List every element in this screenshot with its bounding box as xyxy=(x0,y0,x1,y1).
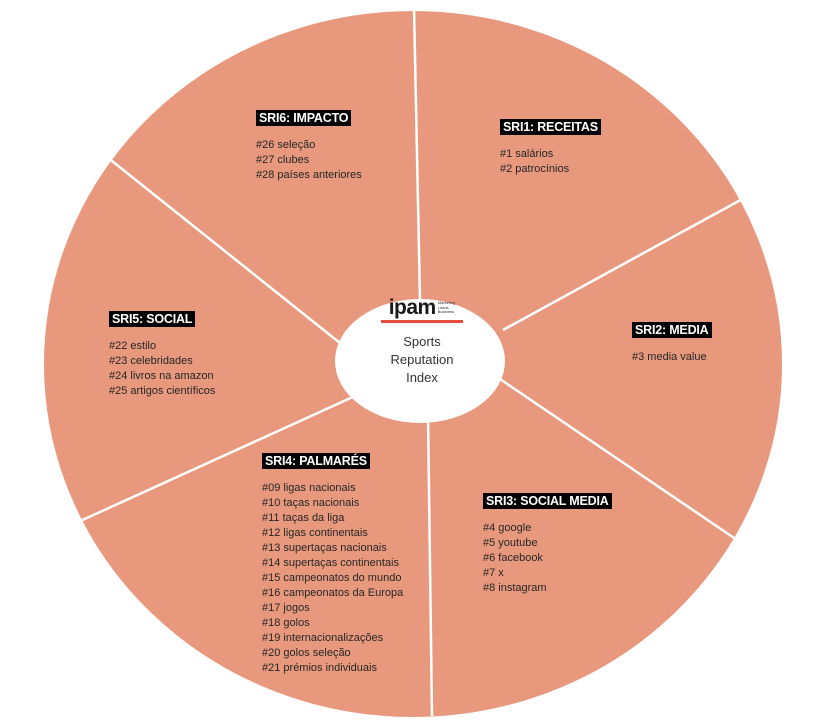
segment-divider xyxy=(77,394,356,524)
list-item: #4 google xyxy=(483,522,532,534)
segment-title: SRI4: PALMARÉS xyxy=(262,453,370,469)
segment-items: #26 seleção #27 clubes #28 países anteri… xyxy=(256,138,362,183)
logo-tagline-line: Business xyxy=(437,309,454,314)
segment-items: #1 salários #2 patrocínios xyxy=(500,147,601,177)
segment-sri6-impacto: SRI6: IMPACTO #26 seleção #27 clubes #28… xyxy=(256,109,362,183)
list-item: #25 artigos científicos xyxy=(109,385,216,397)
list-item: #3 media value xyxy=(632,351,707,363)
segment-title: SRI5: SOCIAL xyxy=(109,311,196,327)
center-title-line: Index xyxy=(406,370,438,385)
list-item: #8 instagram xyxy=(483,582,547,594)
list-item: #27 clubes xyxy=(256,154,310,166)
segment-divider xyxy=(496,375,741,544)
list-item: #26 seleção xyxy=(256,139,316,151)
list-item: #21 prémios individuais xyxy=(262,662,377,674)
segment-dividers xyxy=(77,7,747,717)
segment-items: #09 ligas nacionais #10 taças nacionais … xyxy=(262,481,403,676)
ipam-logo: ipam Marketing Leads Business xyxy=(388,296,456,319)
list-item: #09 ligas nacionais xyxy=(262,482,356,494)
segment-divider xyxy=(426,414,434,717)
segment-sri1-receitas: SRI1: RECEITAS #1 salários #2 patrocínio… xyxy=(500,118,601,177)
list-item: #1 salários xyxy=(500,148,554,160)
segment-divider xyxy=(412,7,422,301)
list-item: #5 youtube xyxy=(483,537,538,549)
segment-title: SRI1: RECEITAS xyxy=(500,119,601,135)
segment-items: #3 media value xyxy=(632,350,712,365)
center-content: ipam Marketing Leads Business Sports Rep… xyxy=(342,296,502,387)
list-item: #11 taças da liga xyxy=(262,512,345,524)
segment-divider xyxy=(106,156,341,344)
list-item: #19 internacionalizações xyxy=(262,632,384,644)
segment-sri5-social: SRI5: SOCIAL #22 estilo #23 celebridades… xyxy=(109,310,215,399)
segment-items: #22 estilo #23 celebridades #24 livros n… xyxy=(109,339,215,399)
logo-tagline-line: Leads xyxy=(437,304,449,310)
list-item: #15 campeonatos do mundo xyxy=(262,572,402,584)
segment-title: SRI6: IMPACTO xyxy=(256,110,352,126)
list-item: #22 estilo xyxy=(109,340,157,352)
list-item: #12 ligas continentais xyxy=(262,527,368,539)
logo-tagline: Marketing Leads Business xyxy=(437,300,456,315)
logo-tagline-line: Marketing xyxy=(437,300,456,305)
segment-title: SRI3: SOCIAL MEDIA xyxy=(483,493,612,509)
list-item: #28 países anteriores xyxy=(256,169,362,181)
center-hub xyxy=(335,299,505,423)
list-item: #18 golos xyxy=(262,617,310,629)
list-item: #13 supertaças nacionais xyxy=(262,542,387,554)
list-item: #23 celebridades xyxy=(109,355,193,367)
logo-accent-bar xyxy=(381,320,463,323)
list-item: #17 jogos xyxy=(262,602,310,614)
list-item: #14 supertaças continentais xyxy=(262,557,399,569)
segment-items: #4 google #5 youtube #6 facebook #7 x #8… xyxy=(483,521,612,596)
segment-title: SRI2: MEDIA xyxy=(632,322,712,338)
center-title-line: Reputation xyxy=(390,352,454,367)
segment-sri2-media: SRI2: MEDIA #3 media value xyxy=(632,321,712,365)
list-item: #24 livros na amazon xyxy=(109,370,214,382)
list-item: #2 patrocínios xyxy=(500,163,570,175)
segment-sri3-social-media: SRI3: SOCIAL MEDIA #4 google #5 youtube … xyxy=(483,492,612,596)
segment-sri4-palmares: SRI4: PALMARÉS #09 ligas nacionais #10 t… xyxy=(262,452,403,676)
center-title: Sports Reputation Index xyxy=(342,333,502,387)
center-title-line: Sports xyxy=(403,334,441,349)
list-item: #6 facebook xyxy=(483,552,543,564)
list-item: #16 campeonatos da Europa xyxy=(262,587,404,599)
list-item: #7 x xyxy=(483,567,504,579)
logo-wordmark: ipam xyxy=(388,296,437,319)
list-item: #20 golos seleção xyxy=(262,647,351,659)
segment-divider xyxy=(502,195,747,332)
list-item: #10 taças nacionais xyxy=(262,497,360,509)
